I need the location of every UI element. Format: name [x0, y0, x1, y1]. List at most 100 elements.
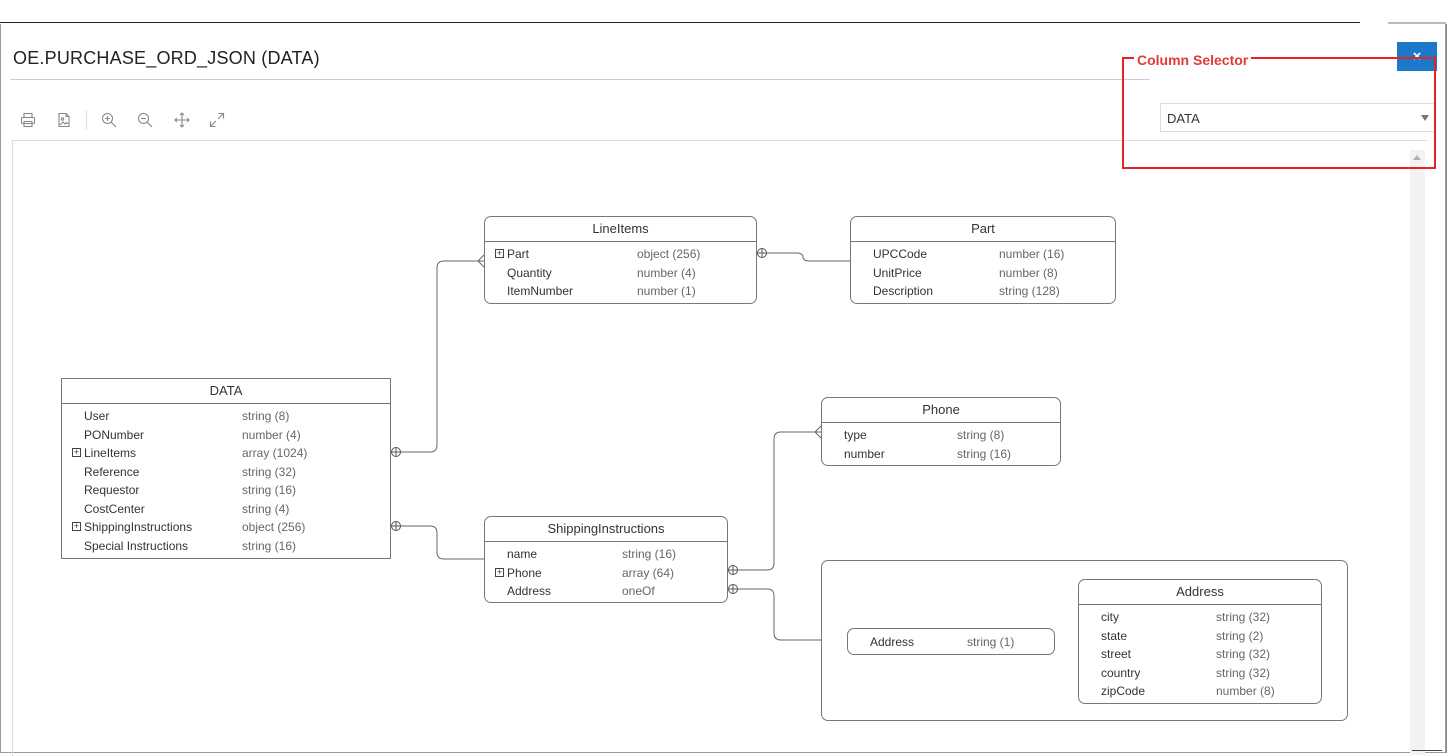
fit-to-screen-icon	[209, 112, 225, 128]
field-row[interactable]: Description string (128)	[851, 282, 1115, 301]
field-name: User	[84, 409, 110, 423]
column-selector-dropdown[interactable]: DATA	[1160, 103, 1436, 132]
expand-icon[interactable]: +	[495, 248, 504, 258]
print-icon	[20, 112, 36, 128]
field-type: object (256)	[637, 247, 701, 261]
expand-icon[interactable]: +	[495, 566, 504, 577]
export-image-button[interactable]	[54, 110, 74, 130]
entity-title: LineItems	[485, 217, 756, 242]
field-name: Quantity	[507, 265, 552, 280]
field-name: state	[1101, 628, 1128, 643]
entity-title: Address	[1079, 580, 1321, 605]
field-type: string (16)	[957, 446, 1012, 461]
field-row[interactable]: country string (32)	[1079, 664, 1321, 683]
field-type: string (32)	[242, 464, 297, 479]
field-type: string (16)	[622, 547, 677, 561]
field-type: string (16)	[242, 483, 297, 497]
bottom-right-rule	[1412, 750, 1442, 751]
entity-fields: type string (8) number string (16)	[822, 423, 1060, 463]
field-type: number (8)	[999, 265, 1058, 280]
field-name: PONumber	[84, 427, 145, 442]
zoom-out-button[interactable]	[135, 110, 155, 130]
field-row[interactable]: type string (8)	[822, 426, 1060, 445]
field-type: string (128)	[999, 284, 1060, 298]
field-row[interactable]: number string (16)	[822, 445, 1060, 464]
entity-title: Part	[851, 217, 1115, 242]
expand-icon[interactable]: +	[72, 521, 81, 531]
field-type: string (32)	[1216, 665, 1271, 680]
field-type: string (32)	[1216, 610, 1271, 624]
toolbar-separator	[86, 110, 87, 130]
field-name: Address	[870, 635, 915, 649]
dialog-title: OE.PURCHASE_ORD_JSON (DATA)	[13, 48, 320, 68]
field-type: oneOf	[622, 584, 655, 598]
field-name: Special Instructions	[84, 538, 189, 553]
field-name: Phone	[507, 565, 542, 580]
field-name: Description	[873, 284, 934, 298]
vertical-scrollbar[interactable]	[1410, 150, 1425, 755]
field-name: ShippingInstructions	[84, 520, 193, 534]
field-name: zipCode	[1101, 684, 1146, 698]
fit-to-screen-button[interactable]	[207, 110, 227, 130]
move-icon	[174, 112, 190, 128]
field-row[interactable]: Address oneOf	[485, 582, 727, 601]
field-name: Address	[507, 584, 552, 598]
print-button[interactable]	[18, 110, 38, 130]
column-selector-value: DATA	[1167, 111, 1200, 126]
zoom-in-button[interactable]	[99, 110, 119, 130]
dialog-right-edge	[1446, 24, 1447, 753]
field-type: string (8)	[957, 428, 1005, 442]
diagram-canvas[interactable]	[12, 140, 1427, 756]
oneof-address-group[interactable]	[821, 560, 1348, 721]
column-selector-highlight	[1122, 57, 1436, 169]
field-type: string (2)	[1216, 628, 1264, 643]
field-type: string (4)	[242, 501, 290, 516]
scroll-up-arrow[interactable]	[1413, 155, 1421, 160]
field-name: street	[1101, 647, 1132, 661]
field-row[interactable]: state string (2)	[1079, 627, 1321, 646]
field-name: Part	[507, 247, 530, 261]
move-button[interactable]	[172, 110, 192, 130]
field-name: type	[844, 428, 867, 442]
entity-address-simple[interactable]: Address string (1)	[847, 628, 1055, 655]
entity-title: DATA	[62, 379, 390, 404]
field-name: number	[844, 446, 885, 461]
field-name: LineItems	[84, 446, 137, 460]
export-image-icon	[58, 112, 70, 128]
close-button[interactable]: ×	[1397, 42, 1437, 71]
top-right-rule	[1388, 22, 1446, 24]
zoom-out-icon	[137, 112, 153, 128]
title-divider	[10, 79, 1150, 80]
field-row[interactable]: +Part object (256)	[485, 245, 756, 264]
top-rule	[0, 22, 1360, 23]
expand-icon[interactable]: +	[72, 447, 81, 457]
field-name: country	[1101, 665, 1141, 680]
